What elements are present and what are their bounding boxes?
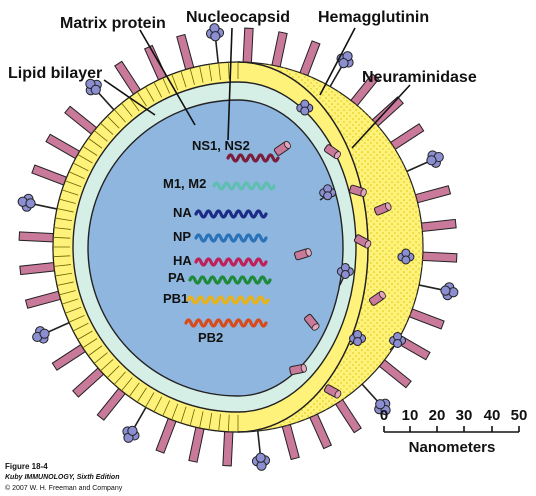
matrix-protein-label: Matrix protein (60, 15, 166, 32)
rna-segment-strand (212, 181, 276, 191)
neuraminidase-label: Neuraminidase (362, 69, 477, 86)
rna-segment-strand (184, 318, 268, 328)
scale-tick-label: 50 (511, 407, 528, 424)
hemagglutinin-spike (373, 202, 392, 216)
hemagglutinin-spike (19, 261, 60, 276)
lipid-tails (53, 62, 239, 432)
neuraminidase-spike (397, 248, 415, 265)
neuraminidase-spike (358, 380, 391, 416)
hemagglutinin-label: Hemagglutinin (318, 9, 429, 26)
scale-tick-label: 30 (456, 407, 473, 424)
hemagglutinin-spike (222, 427, 234, 467)
rna-segment-strand (194, 233, 268, 243)
rna-segment-label: NP (173, 229, 191, 244)
neuraminidase-spike (205, 23, 225, 68)
neuraminidase-spike (85, 78, 118, 114)
rna-segment-label: HA (173, 253, 192, 268)
nucleocapsid-leader (227, 27, 233, 141)
neuraminidase-spike (122, 403, 149, 443)
hemagglutinin-spike (304, 313, 320, 331)
rna-segment-strand (226, 153, 280, 163)
scale-bar: 0 10 20 30 40 50 Nanometers (380, 407, 528, 456)
copyright-line: © 2007 W. H. Freeman and Company (5, 485, 123, 492)
rna-segment-label: PA (168, 270, 186, 285)
hemagglutinin-spike (294, 248, 312, 261)
neuraminidase-spike (349, 330, 367, 347)
neuraminidase-leader (351, 84, 411, 149)
hemagglutinin-spike (418, 251, 458, 263)
neuraminidase-spike (32, 320, 74, 344)
neuraminidase-spike (336, 262, 354, 286)
hemagglutinin-spike (416, 218, 457, 233)
neuraminidase-spike (414, 282, 459, 301)
envelope-spikes (17, 23, 459, 471)
surface-spikes (273, 99, 415, 399)
scale-tick-label: 0 (380, 407, 388, 424)
neuraminidase-spike (251, 426, 271, 471)
leader-lines (103, 27, 411, 149)
hemagglutinin-spike (289, 363, 307, 376)
rna-segment-strand (186, 295, 270, 305)
hemagglutinin-spike (323, 384, 342, 399)
rna-segment-label: NA (173, 205, 192, 220)
nucleocapsid-label: Nucleocapsid (186, 9, 290, 26)
rna-segment-label: PB1 (163, 291, 188, 306)
hemagglutinin-spike (353, 234, 372, 249)
book-title: Kuby IMMUNOLOGY, Sixth Edition (5, 474, 120, 481)
lipid-bilayer-leader (103, 79, 156, 116)
matrix-protein-leader (139, 29, 196, 126)
hemagglutinin-leader (319, 27, 356, 96)
rna-segment-strand (194, 209, 268, 219)
rna-segment-label: NS1, NS2 (192, 138, 250, 153)
neuraminidase-spike (17, 193, 62, 212)
neuraminidase-spike (327, 51, 354, 91)
rna-segment-strand (188, 275, 272, 285)
scale-unit-label: Nanometers (409, 439, 496, 456)
scale-tick-label: 20 (429, 407, 446, 424)
neuraminidase-spike (296, 99, 314, 116)
neuraminidase-spike (402, 150, 444, 174)
figure-number: Figure 18-4 (5, 462, 48, 471)
hemagglutinin-spike (323, 144, 341, 160)
scale-tick-label: 40 (484, 407, 501, 424)
cutaway-section (52, 61, 369, 433)
neuraminidase-spike (389, 331, 407, 351)
nucleocapsid-core (87, 99, 344, 397)
rna-segment-strand (194, 257, 268, 267)
hemagglutinin-spike (18, 231, 58, 243)
hemagglutinin-spike (273, 140, 291, 156)
hemagglutinin-spike (368, 290, 386, 306)
rna-segment-label: M1, M2 (163, 176, 206, 191)
scale-tick-label: 10 (402, 407, 419, 424)
lipid-bilayer-label: Lipid bilayer (8, 65, 102, 82)
rna-segment-label: PB2 (198, 330, 223, 345)
neuraminidase-spike (319, 184, 337, 201)
hemagglutinin-spike (242, 27, 254, 67)
hemagglutinin-spike (349, 184, 367, 197)
